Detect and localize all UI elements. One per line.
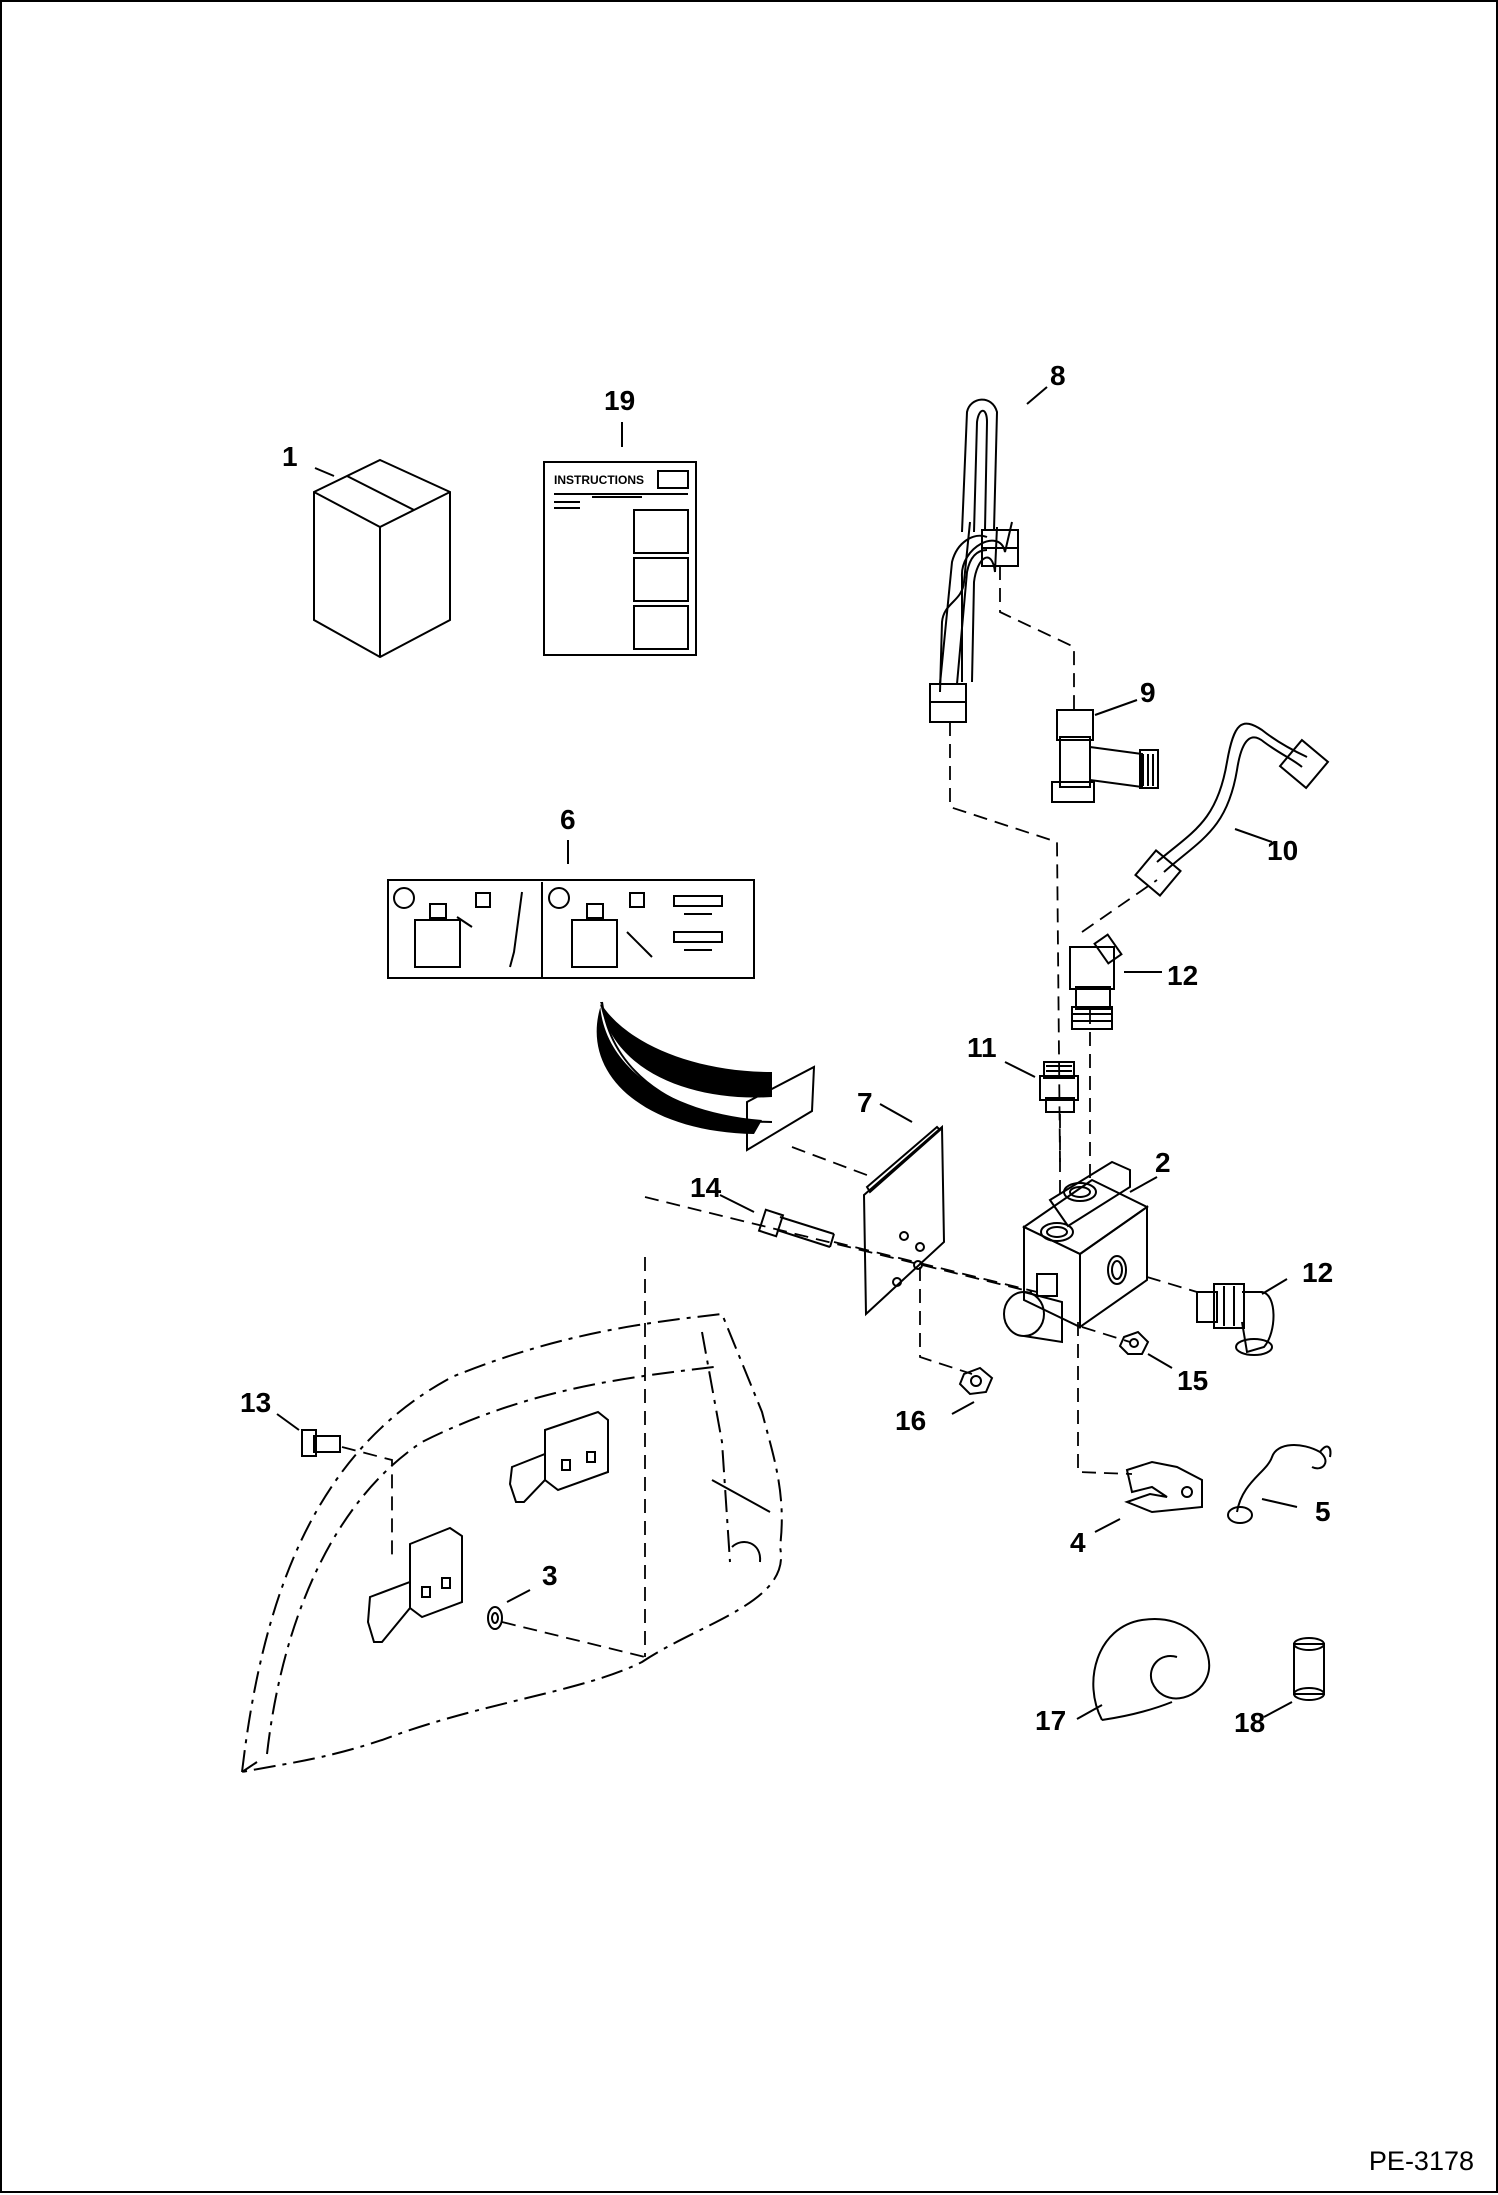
callout-1: 1 <box>282 441 298 472</box>
callout-19: 19 <box>604 385 635 416</box>
part-3-washer <box>487 1606 503 1630</box>
callout-13: 13 <box>240 1387 271 1418</box>
callout-labels: 1 2 3 4 5 6 7 8 9 10 11 12 12 13 14 15 1… <box>240 360 1333 1738</box>
callout-8: 8 <box>1050 360 1066 391</box>
part-19-instructions: INSTRUCTIONS <box>543 461 697 656</box>
callout-7: 7 <box>857 1087 873 1118</box>
callout-3: 3 <box>542 1560 558 1591</box>
assembly-dashed-lines <box>341 566 1198 1658</box>
part-13-bolt <box>301 1429 341 1457</box>
part-1-box <box>313 458 451 659</box>
part-9-tee <box>1051 709 1159 803</box>
part-17-hose <box>1092 1617 1211 1721</box>
part-14-bolt <box>757 1208 835 1248</box>
callout-6: 6 <box>560 804 576 835</box>
callout-15: 15 <box>1177 1365 1208 1396</box>
callout-9: 9 <box>1140 677 1156 708</box>
decal-arrow-band <box>601 1001 773 1123</box>
part-18-sleeve <box>1293 1637 1325 1701</box>
callout-18: 18 <box>1234 1707 1265 1738</box>
callout-2: 2 <box>1155 1147 1171 1178</box>
part-10-tube <box>1134 722 1330 897</box>
callout-5: 5 <box>1315 1496 1331 1527</box>
callout-12-upper: 12 <box>1167 960 1198 991</box>
callout-17: 17 <box>1035 1705 1066 1736</box>
part-6-decal <box>387 879 755 979</box>
callout-12-lower: 12 <box>1302 1257 1333 1288</box>
instructions-heading: INSTRUCTIONS <box>554 473 644 487</box>
decal-placement-arrow <box>596 1002 772 1134</box>
callout-10: 10 <box>1267 835 1298 866</box>
part-15-nut <box>1118 1330 1150 1355</box>
part-2-valve-block <box>1003 1160 1149 1344</box>
leader-lines <box>276 386 1298 1720</box>
callout-16: 16 <box>895 1405 926 1436</box>
callout-14: 14 <box>690 1172 722 1203</box>
part-12-elbow-lower <box>1196 1283 1275 1356</box>
part-4-clip <box>1124 1460 1203 1514</box>
figure-code: PE-3178 <box>1368 2146 1474 2176</box>
callout-11: 11 <box>967 1032 997 1063</box>
part-5-cable <box>1227 1444 1332 1524</box>
decal-patch <box>746 1065 816 1152</box>
machine-frame-outline <box>241 1312 783 1773</box>
callout-4: 4 <box>1070 1527 1086 1558</box>
part-8-tube <box>929 398 1019 723</box>
part-16-nut <box>958 1366 994 1396</box>
part-12-elbow-upper <box>1069 933 1123 1030</box>
part-7-plate <box>862 1124 946 1317</box>
